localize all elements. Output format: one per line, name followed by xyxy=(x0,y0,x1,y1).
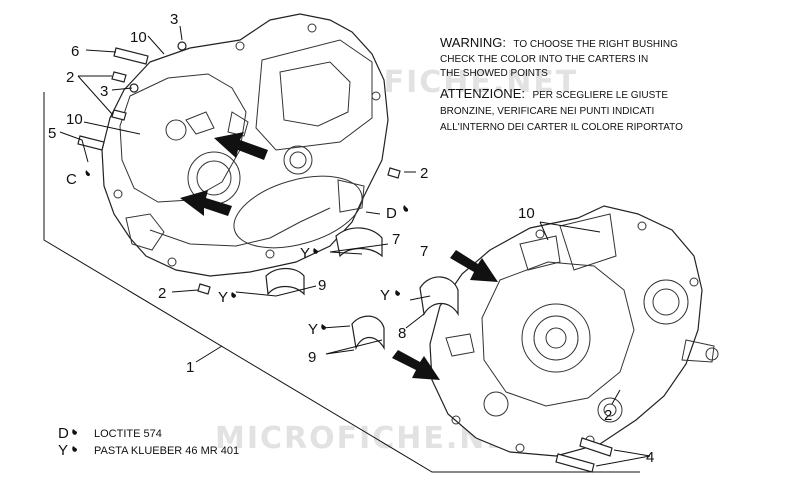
main-bearing-bushings xyxy=(265,227,459,351)
legend-d-text: LOCTITE 574 xyxy=(94,428,162,440)
callout-5: 5 xyxy=(48,125,56,142)
warning-en-line-3: THE SHOWED POINTS xyxy=(440,68,548,79)
legend: D LOCTITE 574 Y PASTA KLUEBER 46 MR 401 xyxy=(58,425,239,459)
dowel-pins-left xyxy=(77,41,401,295)
inspection-circle xyxy=(233,175,363,249)
callout-1: 1 xyxy=(186,359,194,376)
legend-y-symbol: Y xyxy=(58,442,68,459)
warning-it-line-3: ALL'INTERNO DEI CARTER IL COLORE RIPORTA… xyxy=(440,122,683,133)
warning-it-line-2: BRONZINE, VERIFICARE NEI PUNTI INDICATI xyxy=(440,106,654,117)
warning-it-line-1: PER SCEGLIERE LE GIUSTE xyxy=(532,90,668,101)
callout-2-case: 2 xyxy=(604,407,612,424)
dowel-pins-right xyxy=(555,437,613,473)
callout-2-right: 2 xyxy=(420,165,428,182)
callout-d: D xyxy=(386,205,397,222)
legend-d-symbol: D xyxy=(58,425,69,442)
callout-10-left: 10 xyxy=(66,111,83,128)
warning-en-line-1: TO CHOOSE THE RIGHT BUSHING xyxy=(513,39,678,50)
callout-10-top: 10 xyxy=(130,29,147,46)
callout-6: 6 xyxy=(71,43,79,60)
assembly-bracket xyxy=(43,92,640,473)
warning-en-line-2: CHECK THE COLOR INTO THE CARTERS IN xyxy=(440,54,648,65)
callout-7-right: 7 xyxy=(420,243,428,260)
leader-lines xyxy=(59,25,651,467)
callout-2-bottom: 2 xyxy=(158,285,166,302)
inspection-arrows-left xyxy=(180,132,268,216)
warning-it: ATTENZIONE: PER SCEGLIERE LE GIUSTE xyxy=(440,85,668,102)
callout-10-right: 10 xyxy=(518,205,535,222)
callout-9-left: 9 xyxy=(318,277,326,294)
warning-en: WARNING: TO CHOOSE THE RIGHT BUSHING xyxy=(440,34,678,51)
right-crankcase-half xyxy=(429,205,719,457)
callout-y-4: Y xyxy=(308,321,318,338)
callout-3-top: 3 xyxy=(170,11,178,28)
callout-8: 8 xyxy=(398,325,406,342)
callout-7-left: 7 xyxy=(392,231,400,248)
callout-2-left: 2 xyxy=(66,69,74,86)
callout-4: 4 xyxy=(646,449,654,466)
callout-3-mid: 3 xyxy=(100,83,108,100)
inspection-arrows-right xyxy=(392,250,498,380)
callout-numbers: 3 6 10 2 3 10 5 C 2 D 7 Y 2 Y 9 7 Y 8 Y … xyxy=(48,11,654,466)
lubricant-drop-symbols xyxy=(72,170,409,452)
callout-y-3: Y xyxy=(380,287,390,304)
callout-c: C xyxy=(66,171,77,188)
callout-y-1: Y xyxy=(300,245,310,262)
warning-it-heading: ATTENZIONE: xyxy=(440,86,525,101)
callout-9-right: 9 xyxy=(308,349,316,366)
legend-y-text: PASTA KLUEBER 46 MR 401 xyxy=(94,445,239,457)
callout-y-2: Y xyxy=(218,289,228,306)
warning-block: WARNING: TO CHOOSE THE RIGHT BUSHING CHE… xyxy=(440,34,683,133)
warning-en-heading: WARNING: xyxy=(440,35,506,50)
